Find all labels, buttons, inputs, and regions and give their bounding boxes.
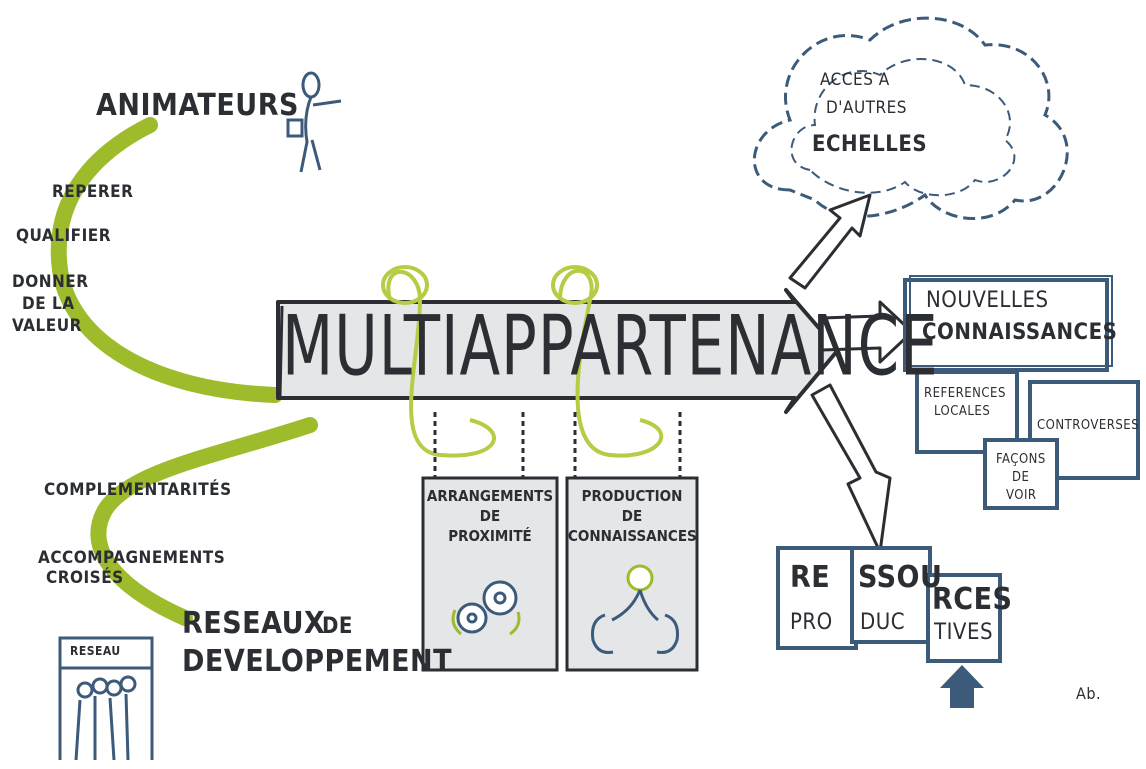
label-complementarites: COMPLEMENTARITÉS — [44, 480, 232, 500]
sign-production-line2: DE — [621, 507, 643, 525]
knowledge-facons: FAÇONS — [996, 452, 1046, 467]
knowledge-de: DE — [1012, 470, 1030, 485]
sign-arrangements — [421, 476, 559, 672]
sign-production-line1: PRODUCTION — [581, 487, 683, 505]
knowledge-connaissances: CONNAISSANCES — [922, 320, 1118, 345]
heads-bulb-icon — [591, 564, 679, 654]
knowledge-locales: LOCALES — [934, 404, 991, 419]
cloud-line2: D'AUTRES — [826, 98, 907, 118]
label-croises: CROISÉS — [46, 568, 124, 588]
card-rces — [926, 573, 1002, 663]
card-ssou — [850, 546, 932, 644]
label-reseaux: RESEAUX — [182, 606, 326, 641]
resources-ssou: SSOU — [858, 560, 943, 595]
resources-re: RE — [790, 560, 831, 595]
label-developpement: DEVELOPPEMENT — [182, 644, 453, 679]
label-valeur: VALEUR — [12, 316, 82, 336]
resources-pro: PRO — [790, 610, 833, 635]
label-de: DE — [322, 614, 353, 639]
card-nouvelles — [903, 278, 1109, 372]
sign-arrangements-line3: PROXIMITÉ — [448, 527, 532, 545]
knowledge-nouvelles: NOUVELLES — [926, 288, 1049, 313]
arrow-to-cloud — [788, 193, 872, 290]
label-reperer: REPERER — [52, 182, 134, 202]
resources-tives: TIVES — [934, 620, 994, 645]
resources-duc: DUC — [860, 610, 906, 635]
arrow-to-knowledge — [820, 300, 914, 364]
animator-figure — [286, 71, 342, 173]
knowledge-references: REFERENCES — [924, 386, 1006, 401]
cloud-line3: ECHELLES — [812, 132, 928, 157]
arrow-up-icon — [940, 665, 984, 708]
signature: Ab. — [1076, 684, 1102, 703]
green-loop-2 — [558, 268, 664, 458]
network-people-figure — [58, 636, 154, 761]
sign-arrangements-line1: ARRANGEMENTS — [426, 487, 554, 505]
green-branch-top — [50, 117, 283, 403]
arrow-to-resources — [810, 383, 892, 554]
cloud-line1: ACCES A — [820, 70, 890, 90]
green-branch-bottom — [90, 417, 318, 626]
sign-arrangements-text: ARRANGEMENTS DE PROXIMITÉ — [424, 486, 556, 546]
sign-arrangements-line2: DE — [479, 507, 501, 525]
green-loop-1 — [386, 269, 496, 458]
sign-production-text: PRODUCTION DE CONNAISSANCES — [568, 486, 697, 546]
label-de-la: DE LA — [22, 294, 75, 314]
label-accompagnements: ACCOMPAGNEMENTS — [38, 548, 226, 568]
knowledge-voir: VOIR — [1006, 488, 1037, 503]
label-qualifier: QUALIFIER — [16, 226, 112, 246]
resources-rces: RCES — [932, 582, 1013, 617]
label-animateurs: ANIMATEURS — [96, 88, 299, 123]
knowledge-controverses: CONTROVERSES — [1037, 418, 1140, 433]
label-donner: DONNER — [12, 272, 89, 292]
card-facons — [983, 438, 1059, 510]
main-title: MULTIAPPARTENANCE — [282, 298, 939, 395]
label-reseau-banner: RESEAU — [70, 644, 121, 658]
gears-icon — [451, 580, 521, 636]
sign-production-line3: CONNAISSANCES — [568, 527, 697, 545]
cloud-shape — [752, 16, 1069, 220]
